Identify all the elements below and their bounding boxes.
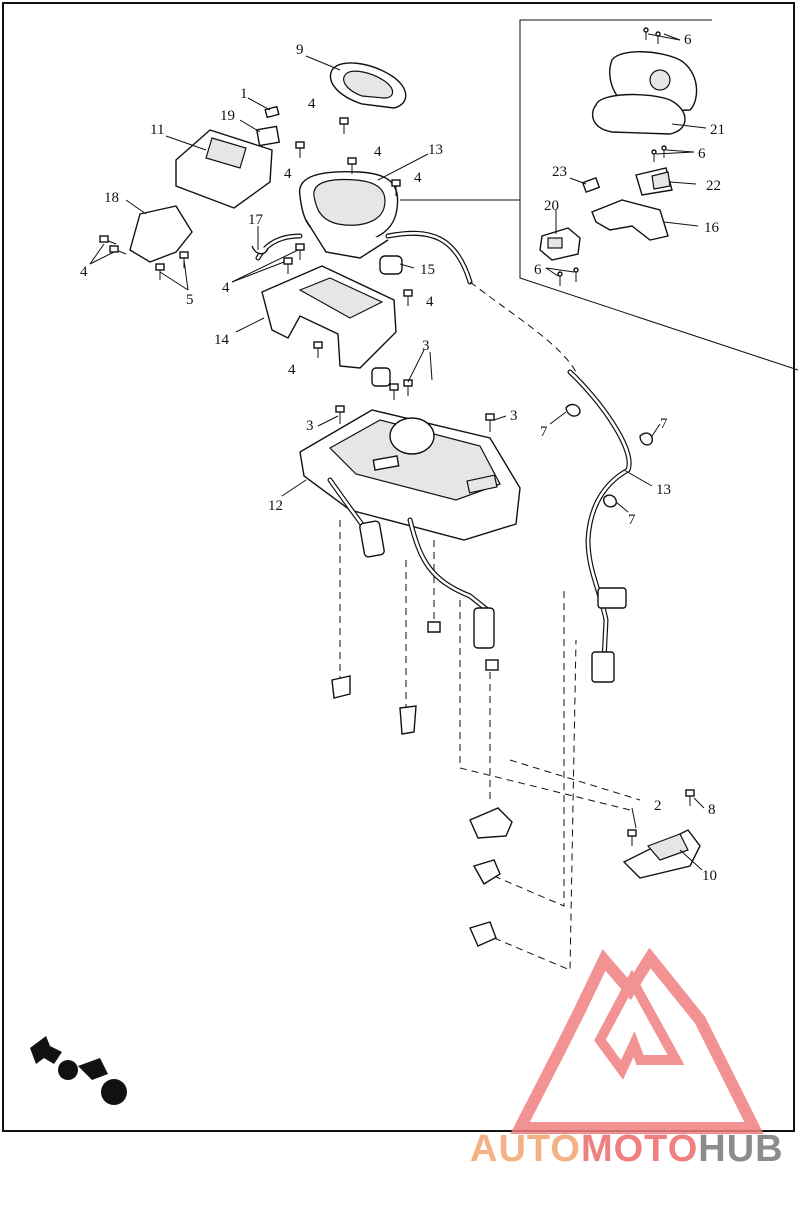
connector-a [359, 520, 385, 558]
part-22-bracket [635, 167, 673, 196]
callout-1: 1 [240, 86, 248, 102]
harness-connector-b [591, 651, 615, 683]
callout-19: 19 [220, 108, 235, 124]
part-20-module [539, 227, 581, 261]
grommet-c [427, 621, 441, 633]
grommet-d [485, 659, 499, 671]
harness-connector-a [597, 587, 627, 609]
grommet-a [331, 675, 351, 699]
callout-22: 22 [706, 178, 721, 194]
callout-4h: 4 [288, 362, 296, 378]
part-10-bracket [622, 829, 701, 879]
callout-11: 11 [150, 122, 164, 138]
mount-c [469, 921, 497, 947]
callout-3c: 3 [510, 408, 518, 424]
leader-5 [459, 600, 631, 811]
part-7-clips [565, 403, 654, 508]
part-12-gauge-assembly [299, 409, 521, 541]
callout-6b: 6 [698, 146, 706, 162]
inset-border [519, 19, 799, 371]
leader-6 [509, 759, 641, 801]
callout-numbers: 1 2 3 3 3 4 4 4 4 4 4 4 4 5 6 6 6 7 7 7 … [80, 32, 725, 884]
part-15-connector [379, 255, 403, 275]
part-16-trim [591, 199, 669, 241]
part-19-connector [255, 125, 281, 147]
callout-6a: 6 [684, 32, 692, 48]
callout-6c: 6 [534, 262, 542, 278]
watermark-text-auto: AUTO [470, 1128, 581, 1170]
screws [99, 117, 695, 846]
part-18-bracket [129, 205, 193, 263]
callout-7b: 7 [660, 416, 668, 432]
callout-13b: 13 [656, 482, 671, 498]
callout-12: 12 [268, 498, 283, 514]
part-13-speedometer [298, 170, 399, 259]
callout-17: 17 [248, 212, 264, 228]
callout-23: 23 [552, 164, 567, 180]
callout-3b: 3 [306, 418, 314, 434]
part-21-cover [591, 51, 698, 135]
part-6-screws [557, 27, 667, 286]
leader-7 [493, 590, 565, 907]
callout-15: 15 [420, 262, 435, 278]
callout-4b: 4 [374, 144, 382, 160]
watermark-text-hub: HUB [698, 1128, 784, 1170]
diagram-border [2, 2, 795, 1132]
part-11-module [175, 129, 273, 209]
part-17-tie [251, 245, 269, 255]
callout-21: 21 [710, 122, 725, 138]
leader-8 [493, 639, 577, 971]
callout-3a: 3 [422, 338, 430, 354]
leader-9 [469, 281, 577, 373]
callout-4a: 4 [308, 96, 316, 112]
callout-4e: 4 [80, 264, 88, 280]
watermark-text-moto: MOTO [580, 1128, 699, 1170]
callout-9: 9 [296, 42, 304, 58]
callout-13a: 13 [428, 142, 443, 158]
callout-20: 20 [544, 198, 559, 214]
grommet-b [399, 705, 417, 735]
callout-4c: 4 [414, 170, 422, 186]
callout-18: 18 [104, 190, 119, 206]
watermark-logo [510, 947, 764, 1134]
callout-7a: 7 [540, 424, 548, 440]
motorcycle-direction-icon [30, 1036, 127, 1105]
mount-a [469, 807, 513, 839]
callout-5: 5 [186, 292, 194, 308]
connector-b [473, 607, 495, 649]
watermark-text: AUTOMOTOHUB [470, 1128, 784, 1171]
part-23-clip [581, 177, 601, 193]
callout-10: 10 [702, 868, 717, 884]
callout-2: 2 [654, 798, 662, 814]
callout-leaders [89, 33, 707, 871]
callout-4f: 4 [222, 280, 230, 296]
callout-4d: 4 [284, 166, 292, 182]
part-9-bezel [329, 62, 407, 109]
connector-c [371, 367, 391, 387]
callout-8: 8 [708, 802, 716, 818]
mount-b [472, 859, 501, 885]
callout-7c: 7 [628, 512, 636, 528]
callout-16: 16 [704, 220, 720, 236]
callout-14: 14 [214, 332, 230, 348]
callout-4g: 4 [426, 294, 434, 310]
part-14-bracket [261, 265, 397, 369]
